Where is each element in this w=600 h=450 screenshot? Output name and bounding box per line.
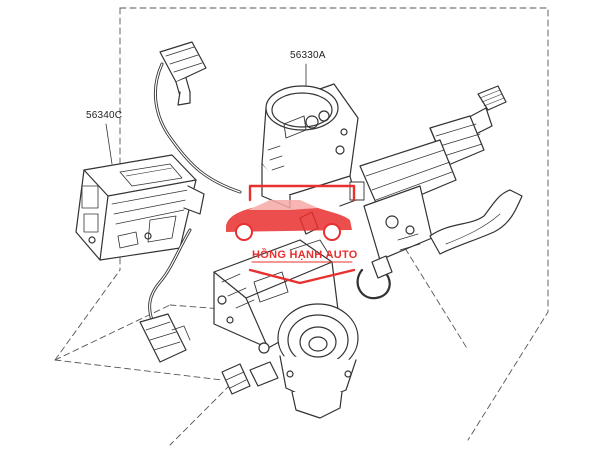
upper-harness-wire <box>153 62 242 194</box>
ecu-module <box>75 154 205 261</box>
label-leaders <box>105 63 307 165</box>
watermark-car-wheels <box>235 223 341 241</box>
motor-part-label: 56330A <box>290 50 326 61</box>
tilt-lever <box>429 189 523 255</box>
lower-harness <box>139 228 192 363</box>
dashed-frame <box>54 7 549 446</box>
top-connector <box>159 41 207 106</box>
watermark-car-icon <box>226 200 352 232</box>
assist-motor <box>261 83 359 209</box>
steering-shaft <box>349 85 507 261</box>
module-part-label: 56340C <box>86 110 123 121</box>
torque-sensor-connector <box>221 342 279 395</box>
watermark-box <box>248 184 356 285</box>
watermark-text: HỒNG HẠNH AUTO <box>252 249 358 261</box>
lower-bracket-clip <box>356 255 393 300</box>
input-flange <box>277 303 359 419</box>
